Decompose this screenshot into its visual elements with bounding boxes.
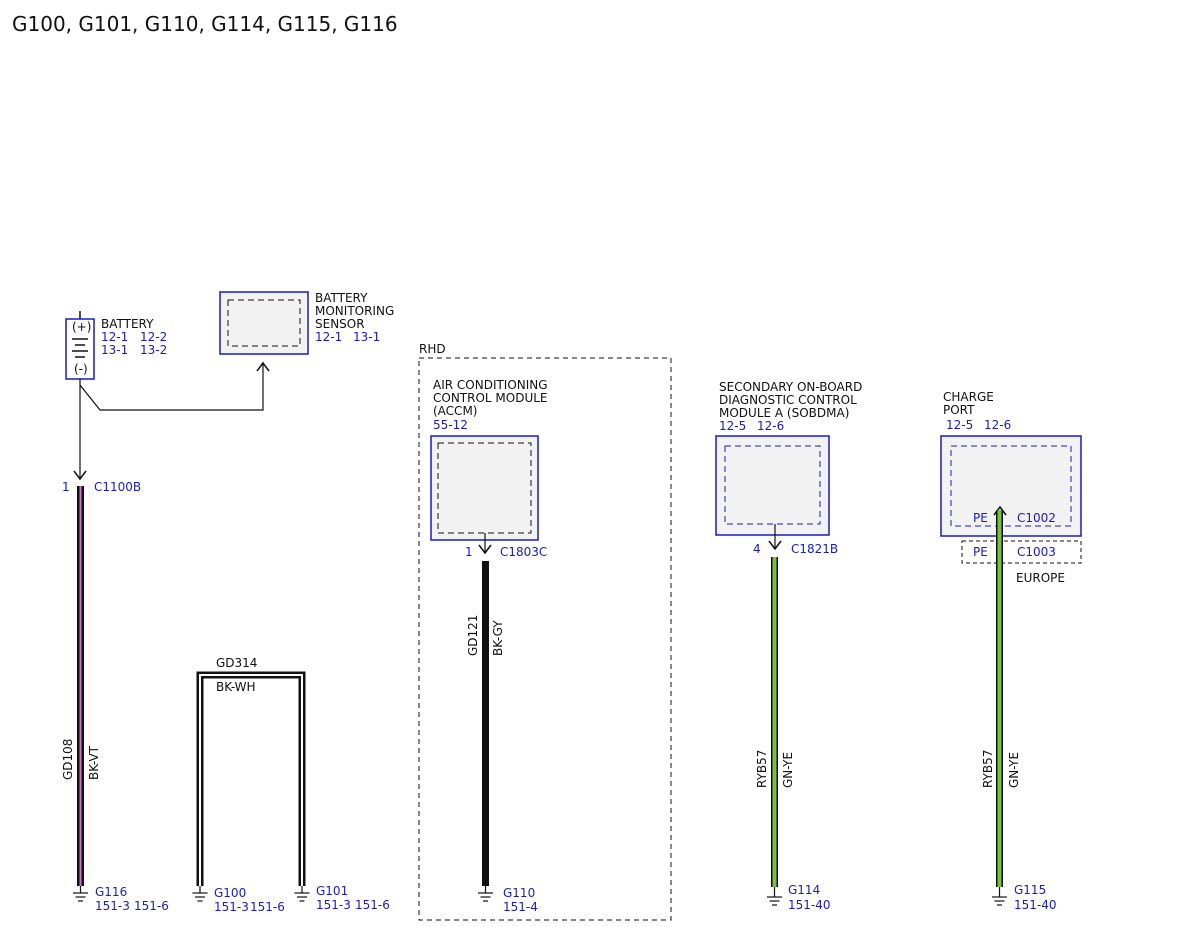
ground-g116-label: G116 [95, 885, 127, 899]
ground-g100-icon [192, 886, 208, 902]
europe-label: EUROPE [1016, 571, 1065, 585]
sensor-connector-icon [256, 361, 270, 372]
ground-g116-icon [73, 886, 88, 902]
c1100b-connector-icon [73, 470, 87, 481]
charge-port-module[interactable] [940, 435, 1082, 537]
accm-ref: 55-12 [433, 418, 468, 432]
sobdma-ref-1: 12-5 [719, 419, 746, 433]
ground-g101-label: G101 [316, 884, 348, 898]
battery-ref-1: 12-1 [101, 330, 128, 344]
c1803c-connector-icon [478, 544, 492, 555]
rhd-label: RHD [419, 342, 446, 356]
page-title: G100, G101, G110, G114, G115, G116 [12, 12, 398, 36]
c1821b-pin: 4 [753, 542, 761, 556]
accm-module[interactable] [430, 435, 539, 541]
ground-g101-icon [294, 886, 310, 902]
sobdma-ref-2: 12-6 [757, 419, 784, 433]
ground-g114-ref: 151-40 [788, 898, 831, 912]
wire-gd108-circuit: GD108 [61, 739, 75, 780]
wire-ryb57-sobdma[interactable] [771, 557, 778, 887]
ground-g115-label: G115 [1014, 883, 1046, 897]
c1803c-connector: C1803C [500, 545, 547, 559]
ground-g110-label: G110 [503, 886, 535, 900]
ground-g101-ref-2: 151-6 [355, 898, 390, 912]
sensor-ref-2: 13-1 [353, 330, 380, 344]
wire-gd314[interactable] [196, 671, 306, 886]
sobdma-label-line-2: DIAGNOSTIC CONTROL [719, 393, 857, 407]
wire-gd314-color: BK-WH [216, 680, 256, 694]
ground-g110-ref: 151-4 [503, 900, 538, 914]
c1821b-connector: C1821B [791, 542, 838, 556]
battery-ref-3: 13-1 [101, 343, 128, 357]
ground-g116-ref-2: 151-6 [134, 899, 169, 913]
sensor-label-line-2: MONITORING [315, 304, 394, 318]
sobdma-module[interactable] [715, 435, 830, 536]
charge-port-ref-1: 12-5 [946, 418, 973, 432]
ground-g115-icon [992, 887, 1007, 906]
wire-gd314-circuit: GD314 [216, 656, 257, 670]
wire-gd121-circuit: GD121 [466, 615, 480, 656]
battery-ref-4: 13-2 [140, 343, 167, 357]
c1003-connector: C1003 [1017, 545, 1056, 559]
sensor-label-line-1: BATTERY [315, 291, 368, 305]
ground-g100-label: G100 [214, 886, 246, 900]
ground-g100-ref-2: 151-6 [250, 900, 285, 914]
sensor-label-line-3: SENSOR [315, 317, 365, 331]
c1100b-pin: 1 [62, 480, 70, 494]
ground-g101-ref-1: 151-3 [316, 898, 351, 912]
ground-g110-icon [478, 886, 493, 902]
charge-port-label-line-2: PORT [943, 403, 975, 417]
ground-g115-ref: 151-40 [1014, 898, 1057, 912]
battery-cells-icon [72, 338, 88, 358]
c1003-pin: PE [973, 545, 988, 559]
c1821b-connector-icon [768, 540, 782, 551]
wire-gd108-color: BK-VT [87, 745, 101, 780]
c1100b-connector: C1100B [94, 480, 141, 494]
battery-minus-wire [79, 362, 264, 478]
wire-gd121-color: BK-GY [491, 620, 505, 656]
wire-ryb57-charge-port[interactable] [996, 510, 1003, 887]
battery-label: BATTERY [101, 317, 154, 331]
battery-monitoring-sensor[interactable] [219, 291, 309, 355]
battery-ref-2: 12-2 [140, 330, 167, 344]
c1003-region [961, 540, 1082, 564]
ground-g116-ref-1: 151-3 [95, 899, 130, 913]
sobdma-label-line-1: SECONDARY ON-BOARD [719, 380, 862, 394]
wire-ryb57-charge-port-circuit: RYB57 [981, 750, 995, 788]
ground-g100-ref-1: 151-3 [214, 900, 249, 914]
charge-port-ref-2: 12-6 [984, 418, 1011, 432]
accm-label-line-2: CONTROL MODULE [433, 391, 548, 405]
rhd-region [418, 357, 672, 921]
wire-gd108[interactable] [77, 486, 84, 886]
charge-port-label-line-1: CHARGE [943, 390, 994, 404]
ground-g114-label: G114 [788, 883, 820, 897]
c1002-pin: PE [973, 511, 988, 525]
wire-gd121[interactable] [482, 561, 489, 886]
accm-label-line-3: (ACCM) [433, 404, 477, 418]
wire-ryb57-sobdma-circuit: RYB57 [755, 750, 769, 788]
ground-g114-icon [767, 887, 782, 906]
wire-ryb57-sobdma-color: GN-YE [781, 752, 795, 788]
battery[interactable]: (+) (-) [65, 311, 95, 380]
sobdma-label-line-3: MODULE A (SOBDMA) [719, 406, 849, 420]
accm-label-line-1: AIR CONDITIONING [433, 378, 548, 392]
wire-ryb57-charge-port-color: GN-YE [1007, 752, 1021, 788]
c1803c-pin: 1 [465, 545, 473, 559]
sensor-ref-1: 12-1 [315, 330, 342, 344]
battery-plus-terminal: (+) [72, 320, 91, 334]
c1002-connector: C1002 [1017, 511, 1056, 525]
battery-minus-terminal: (-) [74, 362, 88, 376]
